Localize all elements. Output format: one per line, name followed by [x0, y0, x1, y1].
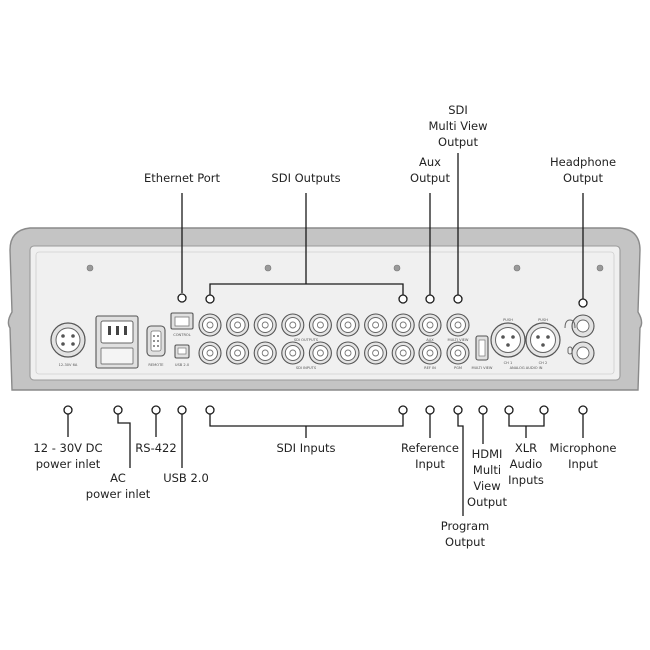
headphone-icon	[564, 319, 576, 329]
label-aux-output: Aux Output	[410, 155, 450, 185]
aux-output-connector	[418, 313, 442, 337]
sdi-output-connector-7	[364, 313, 388, 337]
rs422-connector	[146, 325, 166, 357]
sdi-output-connector-8	[391, 313, 415, 337]
sdi-multiview-output-connector	[446, 313, 470, 337]
label-reference-input: Reference Input	[401, 441, 459, 471]
sdi-input-connector-6	[336, 341, 360, 365]
panel-text-aux: AUX	[426, 338, 434, 342]
sdi-input-connector-2	[226, 341, 250, 365]
label-sdi-inputs: SDI Inputs	[276, 441, 336, 455]
sdi-input-connector-1	[198, 341, 222, 365]
panel-text-remote: REMOTE	[148, 363, 164, 367]
ac-power-connector	[95, 315, 139, 369]
label-headphone-output: Headphone Output	[549, 155, 617, 185]
label-dc-power-inlet: 12 - 30V DC power inlet	[33, 441, 103, 471]
panel-text-pgm: PGM	[454, 366, 462, 370]
sdi-input-connector-4	[281, 341, 305, 365]
panel-text-sdi-inputs: SDI INPUTS	[296, 366, 317, 370]
label-ethernet-port: Ethernet Port	[144, 171, 220, 185]
microphone-icon	[567, 346, 573, 355]
panel-text-multiview: MULTI VIEW	[448, 338, 469, 342]
label-sdi-multiview-output: SDI Multi View Output	[428, 103, 488, 149]
label-sdi-outputs: SDI Outputs	[271, 171, 341, 185]
panel-text-usb: USB 2.0	[175, 363, 190, 367]
panel-text-analog-audio: ANALOG AUDIO IN	[510, 366, 543, 370]
panel-text-hdmi-multiview: MULTI VIEW	[472, 366, 493, 370]
sdi-input-connector-7	[364, 341, 388, 365]
xlr-input-2-connector	[525, 322, 561, 358]
reference-input-connector	[418, 341, 442, 365]
label-rs422: RS-422	[135, 441, 177, 455]
label-usb: USB 2.0	[163, 471, 209, 485]
panel-text-ch1: CH 1	[504, 361, 513, 365]
headphone-jack	[571, 314, 595, 338]
sdi-output-connector-5	[308, 313, 332, 337]
sdi-input-connector-5	[308, 341, 332, 365]
label-microphone-input: Microphone Input	[549, 441, 617, 471]
label-program-output: Program Output	[440, 519, 490, 549]
sdi-input-connector-3	[253, 341, 277, 365]
callout-markers	[63, 293, 588, 415]
callout-lines	[67, 153, 584, 516]
sdi-output-connector-4	[281, 313, 305, 337]
usb-connector	[174, 344, 190, 359]
panel-text-control: CONTROL	[173, 333, 191, 337]
label-xlr-audio-inputs: XLR Audio Inputs	[508, 441, 544, 487]
sdi-output-connector-2	[226, 313, 250, 337]
program-output-connector	[446, 341, 470, 365]
dc-power-connector	[50, 322, 86, 358]
sdi-output-connector-1	[198, 313, 222, 337]
ethernet-connector	[170, 312, 194, 330]
sdi-output-connector-6	[336, 313, 360, 337]
panel-text-ref-in: REF IN	[424, 366, 436, 370]
panel-text-push-2: PUSH	[538, 318, 548, 322]
hdmi-connector	[475, 335, 489, 361]
panel-text-sdi-outputs: SDI OUTPUTS	[294, 338, 319, 342]
xlr-input-1-connector	[490, 322, 526, 358]
microphone-jack	[571, 341, 595, 365]
label-hdmi-multiview-output: HDMI Multi View Output	[467, 447, 507, 509]
sdi-input-connector-8	[391, 341, 415, 365]
panel-text-ch2: CH 2	[539, 361, 548, 365]
sdi-output-connector-3	[253, 313, 277, 337]
panel-text-dc: 12-30V 6A	[59, 363, 78, 367]
panel-text-push-1: PUSH	[503, 318, 513, 322]
label-ac-power-inlet: AC power inlet	[85, 471, 151, 501]
